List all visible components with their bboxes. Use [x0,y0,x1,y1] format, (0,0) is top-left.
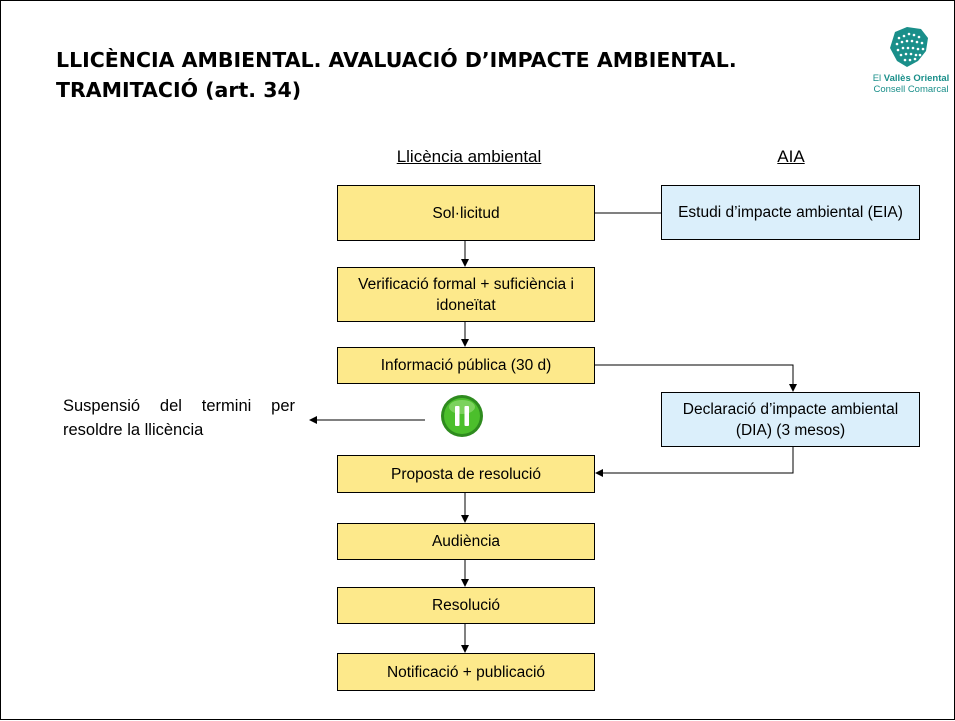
logo-subtitle: Consell Comarcal [873,84,949,95]
pause-icon [441,395,483,437]
step-sollicitud: Sol·licitud [337,185,595,241]
step-informacio-publica: Informació pública (30 d) [337,347,595,384]
arrow-informacio-dia [595,364,797,392]
step-resolucio: Resolució [337,587,595,624]
title-line-1: LLICÈNCIA AMBIENTAL. AVALUACIÓ D’IMPACTE… [56,48,737,72]
step-verificacio: Verificació formal + suficiència i idone… [337,267,595,322]
aia-declaracio-impacte: Declaració d’impacte ambiental (DIA) (3 … [661,392,920,447]
logo-name: El Vallès Oriental [872,73,950,84]
step-notificacio: Notificació + publicació [337,653,595,691]
aia-estudi-impacte: Estudi d’impacte ambiental (EIA) [661,185,920,240]
column-header-aia: AIA [777,147,805,166]
logo-mark-icon [890,27,928,67]
step-audiencia: Audiència [337,523,595,560]
arrow-dia-proposta [595,447,794,477]
step-proposta-resolucio: Proposta de resolució [337,455,595,493]
vallès-oriental-logo: El Vallès Oriental Consell Comarcal [867,24,955,104]
column-header-llicencia: Llicència ambiental [396,147,542,166]
title-line-2: TRAMITACIÓ (art. 34) [56,78,302,102]
suspension-note: Suspensió del termini per resoldre la ll… [63,397,295,439]
slide-title: LLICÈNCIA AMBIENTAL. AVALUACIÓ D’IMPACTE… [56,45,816,105]
